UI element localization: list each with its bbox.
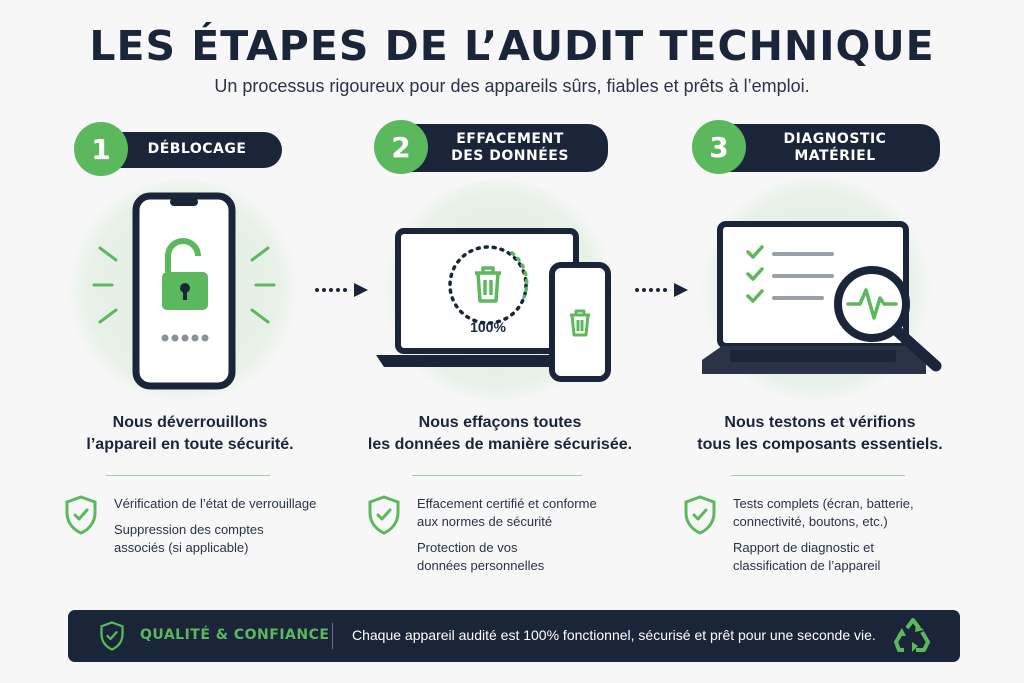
footer-separator bbox=[332, 623, 333, 649]
step-1-header: 1 DÉBLOCAGE bbox=[74, 122, 284, 176]
quality-banner: QUALITÉ & CONFIANCE Chaque appareil audi… bbox=[68, 610, 960, 662]
shield-check-icon bbox=[65, 495, 97, 535]
step-1-bullet-1: Vérification de l’état de verrouillage bbox=[114, 496, 317, 511]
shield-check-icon bbox=[368, 495, 400, 535]
step-3-number: 3 bbox=[692, 120, 746, 174]
diagnostic-illustration bbox=[702, 221, 942, 374]
step-2-bullets: Effacement certifié et conforme aux norm… bbox=[367, 495, 657, 585]
step-1-number: 1 bbox=[74, 122, 128, 176]
page-title: LES ÉTAPES DE L’AUDIT TECHNIQUE bbox=[89, 22, 935, 70]
step-3-bullet-1: Tests complets (écran, batterie, connect… bbox=[733, 496, 914, 529]
sparkle-lines bbox=[92, 246, 276, 324]
unlock-icon bbox=[162, 238, 208, 310]
unlock-phone-illustration bbox=[92, 192, 276, 390]
arrow-step-2-to-3 bbox=[635, 283, 688, 297]
trash-icon bbox=[475, 266, 501, 303]
erase-progress-label: 100% bbox=[470, 319, 506, 335]
shield-check-icon bbox=[684, 495, 716, 535]
shield-check-icon bbox=[100, 621, 124, 651]
recycle-icon bbox=[894, 618, 930, 652]
checklist-icon bbox=[746, 245, 834, 303]
step-3-divider bbox=[731, 475, 905, 476]
step-2-bullet-1: Effacement certifié et conforme aux norm… bbox=[417, 496, 597, 529]
arrow-step-1-to-2 bbox=[315, 283, 368, 297]
quality-label: QUALITÉ & CONFIANCE bbox=[140, 627, 330, 643]
step-2-number: 2 bbox=[374, 120, 428, 174]
page-subtitle: Un processus rigoureux pour des appareil… bbox=[214, 76, 810, 96]
step-3-description: Nous testons et vérifions tous les compo… bbox=[697, 414, 943, 454]
step-2-divider bbox=[412, 475, 582, 476]
data-erase-illustration: 100% bbox=[376, 228, 611, 382]
step-1-description: Nous déverrouillons l’appareil en toute … bbox=[86, 414, 294, 454]
step-1-bullet-2: Suppression des comptes associés (si app… bbox=[114, 521, 264, 555]
heartbeat-icon bbox=[846, 288, 898, 320]
step-1-bullets: Vérification de l’état de verrouillage S… bbox=[64, 495, 354, 575]
step-1-divider bbox=[106, 475, 270, 476]
step-1-label: DÉBLOCAGE bbox=[104, 132, 282, 168]
magnifier-icon bbox=[834, 266, 942, 372]
step-2-description: Nous effaçons toutes les données de mani… bbox=[367, 414, 633, 454]
step-3-bullet-2: Rapport de diagnostic et classification … bbox=[733, 539, 881, 573]
step-2-bullet-2: Protection de vos données personnelles bbox=[417, 539, 545, 573]
progress-ring-icon bbox=[448, 245, 528, 325]
pin-dots-icon bbox=[161, 334, 209, 342]
step-3-bullets: Tests complets (écran, batterie, connect… bbox=[683, 495, 973, 585]
quality-statement: Chaque appareil audité est 100% fonction… bbox=[352, 627, 876, 643]
phone-trash-icon bbox=[570, 309, 590, 337]
